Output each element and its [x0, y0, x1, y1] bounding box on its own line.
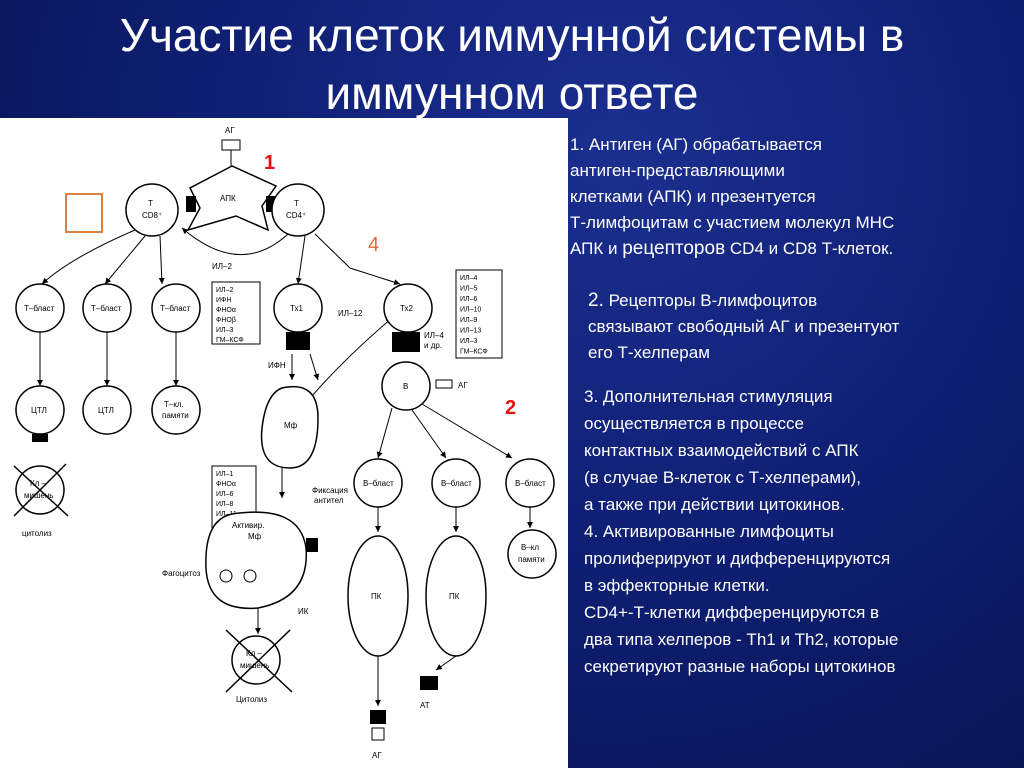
- marker-4: 4: [368, 234, 380, 256]
- ctl-cell-2: [82, 385, 132, 435]
- cytokine-item: ФНОα: [216, 307, 236, 314]
- svg-text:В: В: [403, 382, 408, 391]
- svg-text:ИФН: ИФН: [268, 361, 286, 370]
- macrophage-cell: [260, 385, 319, 469]
- cytokine-item: ИЛ–11: [216, 511, 237, 518]
- svg-text:CD4⁺: CD4⁺: [286, 211, 306, 220]
- svg-text:Кл –: Кл –: [30, 479, 47, 488]
- svg-text:Фиксация: Фиксация: [312, 486, 348, 495]
- svg-text:мишень: мишень: [24, 491, 53, 500]
- svg-text:В–кл: В–кл: [521, 543, 539, 552]
- cytokine-item: ИЛ–2: [216, 287, 234, 294]
- svg-text:Т–бласт: Т–бласт: [160, 304, 191, 313]
- svg-text:ИЛ–12: ИЛ–12: [338, 309, 363, 318]
- svg-text:Мф: Мф: [284, 421, 298, 430]
- b-cell: [381, 361, 431, 411]
- svg-text:В–бласт: В–бласт: [441, 479, 472, 488]
- marker-1: 1: [264, 152, 276, 174]
- cytokine-item: ИЛ–3: [460, 338, 478, 345]
- svg-text:Тх1: Тх1: [290, 304, 304, 313]
- cytokine-item: ИЛ–6: [460, 296, 478, 303]
- cytokine-item: ИЛ–1: [216, 471, 234, 478]
- cytokine-item: ГМ–КСФ: [460, 349, 488, 356]
- apk-label: АПК: [220, 194, 236, 203]
- t-cd4-cell: [271, 183, 325, 237]
- ag-top-label: АГ: [225, 126, 235, 135]
- cytokine-item: ФНОα: [216, 481, 236, 488]
- svg-text:памяти: памяти: [162, 411, 189, 420]
- cytokine-item: ИЛ–9: [460, 317, 478, 324]
- cytokine-item: ИЛ–3: [216, 327, 234, 334]
- cytokine-item: ИЛ–5: [460, 286, 478, 293]
- svg-text:памяти: памяти: [518, 555, 545, 564]
- svg-text:В–бласт: В–бласт: [515, 479, 546, 488]
- cytolysis-label-2: Цитолиз: [236, 695, 267, 704]
- svg-text:CD8⁺: CD8⁺: [142, 211, 162, 220]
- svg-text:ИЛ–2: ИЛ–2: [212, 262, 232, 271]
- cytokine-item: ИФН: [216, 297, 231, 304]
- title-line-1: Участие клеток иммунной системы в: [119, 9, 905, 61]
- t-cd8-cell: [125, 183, 179, 237]
- checkbox-square: [65, 193, 103, 233]
- svg-text:антител: антител: [314, 496, 344, 505]
- svg-text:Фагоцитоз: Фагоцитоз: [162, 569, 201, 578]
- svg-text:Т–кл.: Т–кл.: [164, 400, 184, 409]
- cytokine-item: ИЛ–6: [216, 491, 234, 498]
- b-memory-cell: [507, 529, 557, 579]
- svg-text:АГ: АГ: [458, 381, 468, 390]
- apc-cell: АГ АПК: [186, 126, 278, 232]
- svg-text:ЦТЛ: ЦТЛ: [98, 406, 114, 415]
- cytokine-item: ФНОβ: [216, 317, 236, 324]
- svg-text:Мф: Мф: [248, 532, 262, 541]
- cytolysis-label-1: цитолиз: [22, 529, 52, 538]
- ag-bottom-label: АГ: [372, 751, 382, 760]
- svg-text:ИК: ИК: [298, 607, 309, 616]
- svg-text:Т: Т: [294, 199, 299, 208]
- note-1: 1. Антиген (АГ) обрабатывается антиген-п…: [570, 135, 895, 259]
- svg-text:мишень: мишень: [240, 661, 269, 670]
- svg-text:ЦТЛ: ЦТЛ: [31, 406, 47, 415]
- svg-text:Т–бласт: Т–бласт: [24, 304, 55, 313]
- svg-text:ПК: ПК: [449, 592, 460, 601]
- note-2: 2. Рецепторы В-лимфоцитов связывают своб…: [588, 290, 900, 362]
- svg-text:ИЛ–4: ИЛ–4: [424, 331, 444, 340]
- svg-text:Тх2: Тх2: [400, 304, 414, 313]
- immune-response-diagram: АГ АПК Т CD8⁺ Т CD4⁺ ИЛ–2 Т–бласт Т–блас…: [0, 118, 568, 768]
- svg-text:Кл –: Кл –: [246, 649, 263, 658]
- svg-text:Т: Т: [148, 199, 153, 208]
- title-line-2: иммунном ответе: [325, 67, 699, 119]
- svg-text:Активир.: Активир.: [232, 521, 264, 530]
- marker-2: 2: [505, 397, 517, 419]
- svg-text:В–бласт: В–бласт: [363, 479, 394, 488]
- at-label: АТ: [420, 701, 430, 710]
- note-3-4: 3. Дополнительная стимуляция осуществляе…: [584, 387, 899, 676]
- cytokine-item: ИЛ–8: [216, 501, 234, 508]
- cytokine-item: ИЛ–10: [460, 307, 481, 314]
- target-cell-2: [231, 635, 281, 685]
- cytokine-item: ИЛ–4: [460, 275, 478, 282]
- svg-text:и др.: и др.: [424, 341, 442, 350]
- cytokine-item: ГМ–КСФ: [216, 337, 244, 344]
- svg-text:Т–бласт: Т–бласт: [91, 304, 122, 313]
- t-memory-cell: [151, 385, 201, 435]
- svg-text:ПК: ПК: [371, 592, 382, 601]
- slide-title: Участие клеток иммунной системы в иммунн…: [0, 6, 1024, 122]
- activated-macrophage: [205, 511, 307, 610]
- cytokine-item: ИЛ–13: [460, 328, 481, 335]
